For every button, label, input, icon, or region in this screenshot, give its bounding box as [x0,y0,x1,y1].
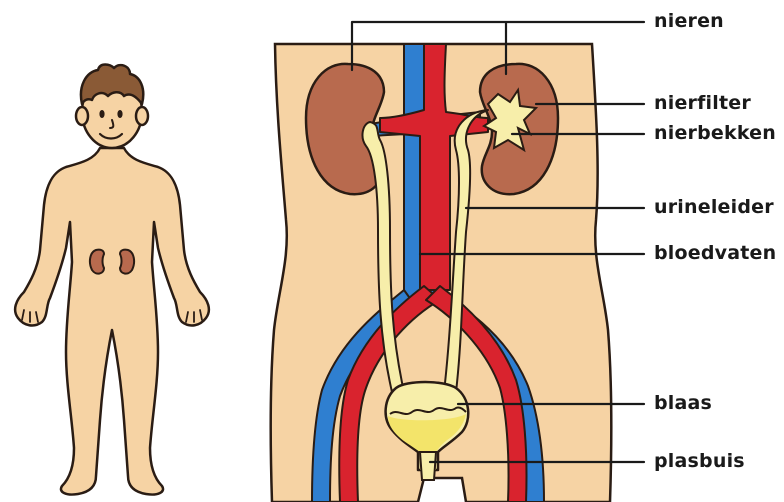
label-nierfilter: nierfilter [654,94,751,113]
boy-right-kidney [120,250,134,274]
label-nieren: nieren [654,12,724,31]
label-nierbekken: nierbekken [654,124,776,143]
urethra [420,452,436,480]
label-urineleider: urineleider [654,198,774,217]
boy-body [15,148,209,495]
label-bloedvaten: bloedvaten [654,244,776,263]
boy-left-kidney [90,250,104,274]
torso-closeup [271,44,612,502]
boy-figure [15,65,209,495]
label-plasbuis: plasbuis [654,452,745,471]
label-blaas: blaas [654,394,712,413]
